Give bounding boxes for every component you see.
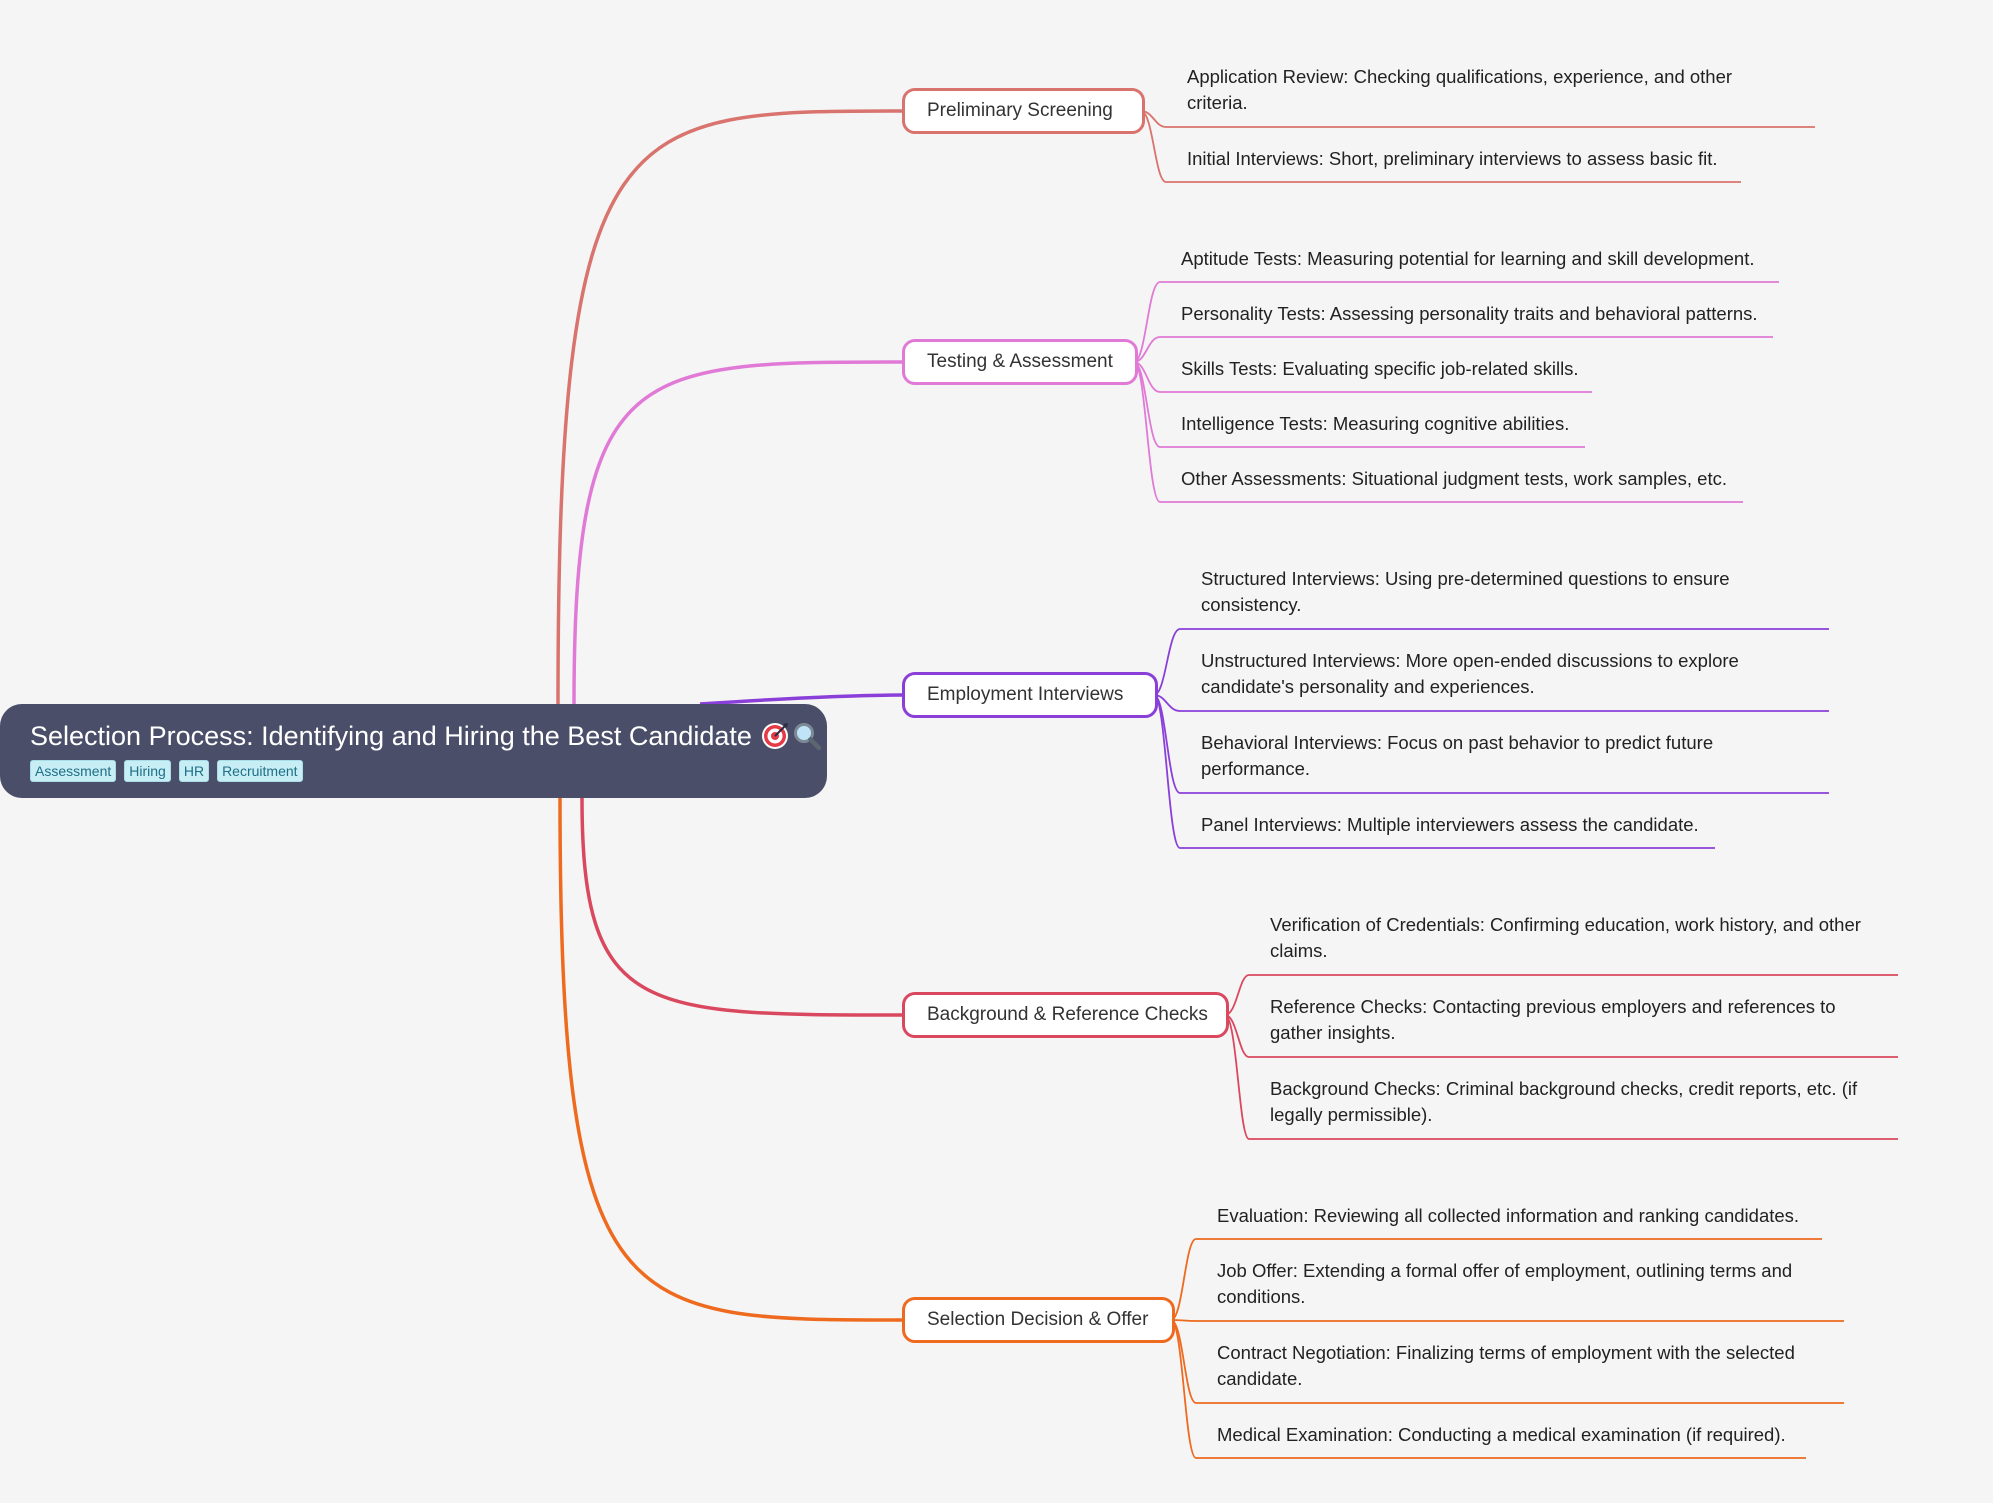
connector-background-reference-checks [580, 797, 903, 1017]
leaf-preliminary-screening-2[interactable]: Initial Interviews: Short, preliminary i… [1187, 146, 1718, 172]
leaf-background-reference-checks-2[interactable]: Reference Checks: Contacting previous em… [1270, 994, 1836, 1046]
leaf-text-line: candidate's personality and experiences. [1201, 676, 1535, 697]
leaf-text-line: Skills Tests: Evaluating specific job-re… [1181, 358, 1579, 379]
leaf-text-line: Initial Interviews: Short, preliminary i… [1187, 148, 1718, 169]
leaf-text-line: Unstructured Interviews: More open-ended… [1201, 650, 1739, 671]
root-title: Selection Process: Identifying and Hirin… [30, 721, 752, 751]
leaf-text-line: Job Offer: Extending a formal offer of e… [1217, 1260, 1793, 1281]
leaf-connector-selection-decision-offer-4 [1170, 1319, 1806, 1459]
leaf-testing-assessment-1[interactable]: Aptitude Tests: Measuring potential for … [1181, 246, 1755, 272]
leaf-text-line: Background Checks: Criminal background c… [1270, 1078, 1858, 1099]
connector-testing-assessment [572, 360, 903, 705]
leaf-text-line: Structured Interviews: Using pre-determi… [1201, 568, 1730, 589]
leaf-text-line: Evaluation: Reviewing all collected info… [1217, 1205, 1800, 1226]
root-topic[interactable]: Selection Process: Identifying and Hirin… [0, 704, 827, 798]
leaf-text-line: Other Assessments: Situational judgment … [1181, 468, 1727, 489]
magnifier-icon [793, 723, 822, 751]
leaf-text-line: Contract Negotiation: Finalizing terms o… [1217, 1342, 1795, 1363]
leaf-text-line: Intelligence Tests: Measuring cognitive … [1181, 413, 1570, 434]
leaf-text-line: legally permissible). [1270, 1104, 1433, 1125]
leaf-selection-decision-offer-3[interactable]: Contract Negotiation: Finalizing terms o… [1217, 1340, 1795, 1392]
tag-list: Assessment Hiring HR Recruitment [30, 760, 797, 782]
leaf-connector-selection-decision-offer-2 [1170, 1319, 1844, 1322]
leaf-text-line: criteria. [1187, 92, 1248, 113]
leaf-text-line: Panel Interviews: Multiple interviewers … [1201, 814, 1699, 835]
leaf-text-line: Reference Checks: Contacting previous em… [1270, 996, 1836, 1017]
leaf-background-reference-checks-3[interactable]: Background Checks: Criminal background c… [1270, 1076, 1857, 1128]
root-emojis [760, 721, 822, 751]
leaf-connector-background-reference-checks-3 [1224, 1014, 1898, 1140]
leaf-selection-decision-offer-1[interactable]: Evaluation: Reviewing all collected info… [1217, 1203, 1799, 1229]
connector-preliminary-screening [556, 109, 903, 705]
tag-hiring[interactable]: Hiring [124, 760, 171, 782]
leaf-selection-decision-offer-2[interactable]: Job Offer: Extending a formal offer of e… [1217, 1258, 1792, 1310]
leaf-employment-interviews-1[interactable]: Structured Interviews: Using pre-determi… [1201, 566, 1730, 618]
leaf-text-line: performance. [1201, 758, 1310, 779]
leaf-preliminary-screening-1[interactable]: Application Review: Checking qualificati… [1187, 64, 1732, 116]
leaf-text-line: consistency. [1201, 594, 1302, 615]
leaf-employment-interviews-2[interactable]: Unstructured Interviews: More open-ended… [1201, 648, 1739, 700]
leaf-selection-decision-offer-4[interactable]: Medical Examination: Conducting a medica… [1217, 1422, 1786, 1448]
leaf-text-line: Aptitude Tests: Measuring potential for … [1181, 248, 1755, 269]
tag-recruitment[interactable]: Recruitment [217, 760, 303, 782]
connector-employment-interviews [699, 693, 903, 706]
leaf-text-line: conditions. [1217, 1286, 1306, 1307]
leaf-text-line: Medical Examination: Conducting a medica… [1217, 1424, 1786, 1445]
branch-testing-assessment[interactable]: Testing & Assessment [902, 339, 1138, 385]
root-title-row: Selection Process: Identifying and Hirin… [30, 716, 822, 756]
leaf-connector-employment-interviews-4 [1153, 694, 1715, 849]
leaf-text-line: Personality Tests: Assessing personality… [1181, 303, 1758, 324]
leaf-text-line: claims. [1270, 940, 1328, 961]
leaf-employment-interviews-3[interactable]: Behavioral Interviews: Focus on past beh… [1201, 730, 1713, 782]
connector-selection-decision-offer [558, 797, 903, 1322]
branch-preliminary-screening[interactable]: Preliminary Screening [902, 88, 1145, 134]
branch-background-reference-checks[interactable]: Background & Reference Checks [902, 992, 1229, 1038]
leaf-text-line: gather insights. [1270, 1022, 1396, 1043]
leaf-testing-assessment-4[interactable]: Intelligence Tests: Measuring cognitive … [1181, 411, 1569, 437]
leaf-text-line: Verification of Credentials: Confirming … [1270, 914, 1861, 935]
leaf-text-line: Behavioral Interviews: Focus on past beh… [1201, 732, 1714, 753]
branch-employment-interviews[interactable]: Employment Interviews [902, 672, 1158, 718]
leaf-testing-assessment-3[interactable]: Skills Tests: Evaluating specific job-re… [1181, 356, 1579, 382]
leaf-testing-assessment-2[interactable]: Personality Tests: Assessing personality… [1181, 301, 1758, 327]
tag-hr[interactable]: HR [178, 760, 210, 782]
branch-selection-decision-offer[interactable]: Selection Decision & Offer [902, 1297, 1175, 1343]
leaf-background-reference-checks-1[interactable]: Verification of Credentials: Confirming … [1270, 912, 1861, 964]
leaf-connector-testing-assessment-5 [1133, 361, 1743, 503]
target-icon [761, 723, 788, 749]
tag-assessment[interactable]: Assessment [30, 760, 117, 782]
leaf-text-line: candidate. [1217, 1368, 1303, 1389]
leaf-testing-assessment-5[interactable]: Other Assessments: Situational judgment … [1181, 466, 1727, 492]
leaf-employment-interviews-4[interactable]: Panel Interviews: Multiple interviewers … [1201, 812, 1699, 838]
leaf-text-line: Application Review: Checking qualificati… [1187, 66, 1733, 87]
